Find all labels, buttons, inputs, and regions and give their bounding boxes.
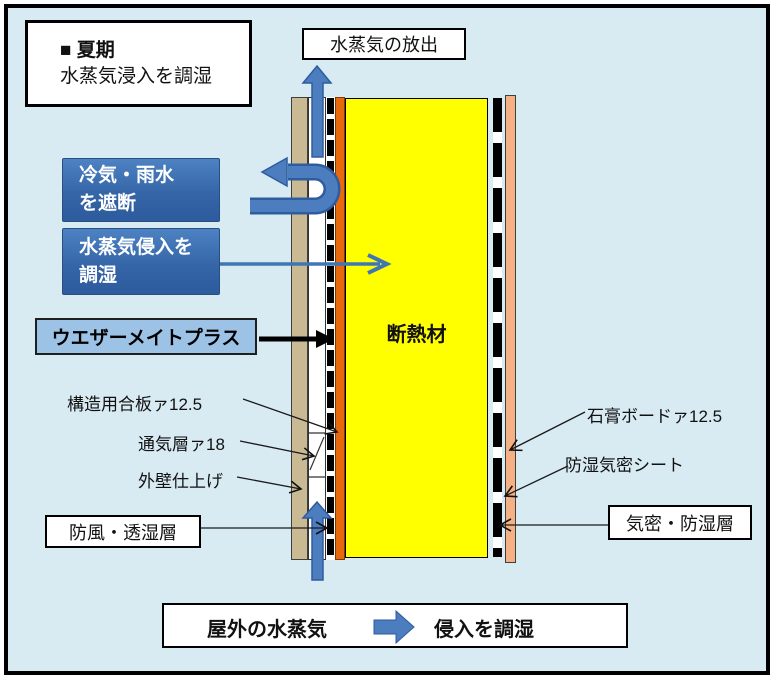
layer-vapor-barrier-sheet	[493, 98, 502, 557]
product-box: ウエザーメイトプラス	[35, 318, 257, 355]
legend-title: ■ 夏期	[60, 39, 115, 61]
windproof-layer-box: 防風・透湿層	[45, 515, 201, 548]
layer-exterior-finish	[291, 97, 308, 560]
airtight-layer-box: 気密・防湿層	[608, 505, 752, 540]
callout-block-line2: を遮断	[79, 193, 137, 214]
bottom-left-text: 屋外の水蒸気	[207, 619, 327, 641]
label-structural-plywood: 構造用合板ァ12.5	[67, 395, 203, 414]
layer-ventilation-gap	[308, 97, 326, 560]
label-gypsum-board: 石膏ボードァ12.5	[587, 407, 723, 426]
insulation-label: 断熱材	[386, 324, 447, 346]
bottom-summary-box: 屋外の水蒸気 侵入を調湿	[162, 603, 628, 648]
legend-subtitle: 水蒸気浸入を調湿	[60, 65, 213, 87]
vapor-release-box: 水蒸気の放出	[302, 28, 466, 60]
callout-control-line1: 水蒸気侵入を	[79, 236, 194, 258]
bottom-right-text: 侵入を調湿	[434, 619, 534, 641]
layer-windproof-membrane	[326, 97, 335, 560]
legend-box: ■ 夏期 水蒸気浸入を調湿	[25, 20, 252, 107]
label-ventilation-layer: 通気層ァ18	[138, 435, 225, 454]
label-vapor-sheet: 防湿気密シート	[565, 456, 684, 475]
layer-insulation	[345, 98, 488, 558]
callout-block-line1: 冷気・雨水	[79, 165, 175, 186]
callout-control-box: 水蒸気侵入を 調湿	[62, 228, 220, 295]
layer-structural-plywood	[335, 97, 345, 560]
callout-control-line2: 調湿	[79, 264, 118, 286]
callout-block-box: 冷気・雨水 を遮断	[62, 158, 220, 222]
label-exterior-finish: 外壁仕上げ	[138, 472, 223, 491]
layer-gypsum-board	[505, 95, 516, 563]
